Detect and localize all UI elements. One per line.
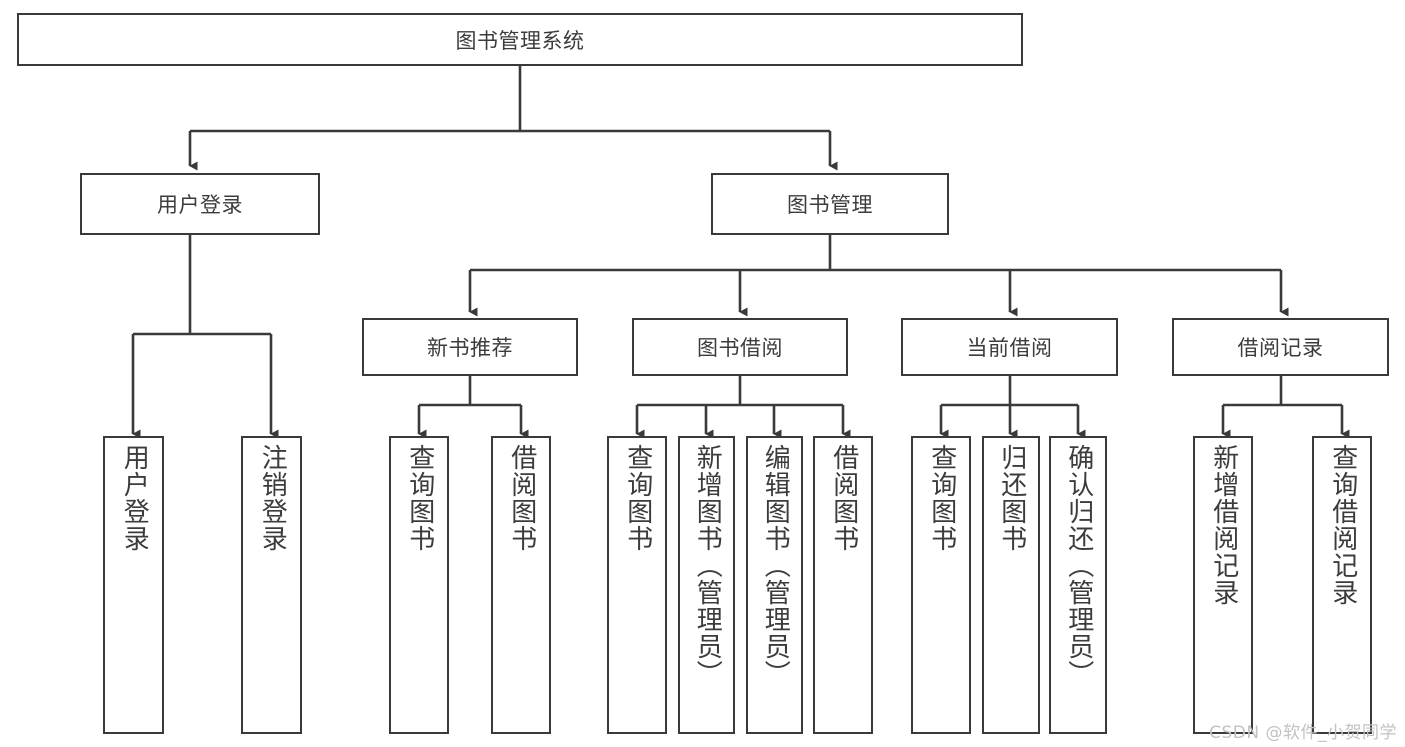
node-leaf-user-login[interactable]: 用户登录 (103, 436, 164, 734)
node-leaf-query-record-label: 查询借阅记录 (1327, 444, 1358, 606)
node-book-manage[interactable]: 图书管理 (711, 173, 949, 235)
node-book-manage-label: 图书管理 (787, 193, 873, 217)
node-leaf-add-book[interactable]: 新增图书（管理员） (678, 436, 735, 734)
node-leaf-query-book-b[interactable]: 查询图书 (607, 436, 667, 734)
node-root-label: 图书管理系统 (455, 28, 585, 53)
node-leaf-query-book-c-label: 查询图书 (926, 444, 957, 552)
node-borrow-record-label: 借阅记录 (1237, 336, 1324, 360)
node-leaf-return-book-label: 归还图书 (996, 444, 1027, 552)
node-leaf-user-logout-label: 注销登录 (257, 444, 288, 552)
node-leaf-query-book-b-label: 查询图书 (622, 444, 653, 552)
node-leaf-query-book-a[interactable]: 查询图书 (389, 436, 449, 734)
node-leaf-add-record[interactable]: 新增借阅记录 (1193, 436, 1253, 734)
node-borrow-record[interactable]: 借阅记录 (1172, 318, 1389, 376)
node-leaf-return-book[interactable]: 归还图书 (982, 436, 1040, 734)
node-user-login[interactable]: 用户登录 (80, 173, 320, 235)
node-leaf-edit-book-label: 编辑图书（管理员） (760, 444, 791, 687)
node-leaf-user-logout[interactable]: 注销登录 (241, 436, 302, 734)
node-book-borrow[interactable]: 图书借阅 (632, 318, 848, 376)
node-leaf-edit-book[interactable]: 编辑图书（管理员） (746, 436, 803, 734)
node-leaf-borrow-book-a-label: 借阅图书 (506, 444, 537, 552)
node-new-book-recommend[interactable]: 新书推荐 (362, 318, 578, 376)
node-leaf-query-book-c[interactable]: 查询图书 (911, 436, 971, 734)
node-leaf-confirm-return[interactable]: 确认归还（管理员） (1049, 436, 1107, 734)
node-book-borrow-label: 图书借阅 (697, 336, 783, 360)
node-user-login-label: 用户登录 (157, 193, 243, 217)
node-leaf-borrow-book-b-label: 借阅图书 (828, 444, 859, 552)
node-leaf-confirm-return-label: 确认归还（管理员） (1063, 444, 1094, 687)
node-leaf-add-book-label: 新增图书（管理员） (692, 444, 723, 687)
node-new-book-recommend-label: 新书推荐 (427, 336, 513, 360)
node-root[interactable]: 图书管理系统 (17, 13, 1023, 66)
node-leaf-borrow-book-a[interactable]: 借阅图书 (491, 436, 551, 734)
node-leaf-add-record-label: 新增借阅记录 (1208, 444, 1239, 606)
node-leaf-query-book-a-label: 查询图书 (404, 444, 435, 552)
node-leaf-user-login-label: 用户登录 (119, 444, 150, 552)
node-leaf-query-record[interactable]: 查询借阅记录 (1312, 436, 1372, 734)
node-current-borrow-label: 当前借阅 (966, 336, 1053, 360)
node-leaf-borrow-book-b[interactable]: 借阅图书 (813, 436, 873, 734)
node-current-borrow[interactable]: 当前借阅 (901, 318, 1118, 376)
